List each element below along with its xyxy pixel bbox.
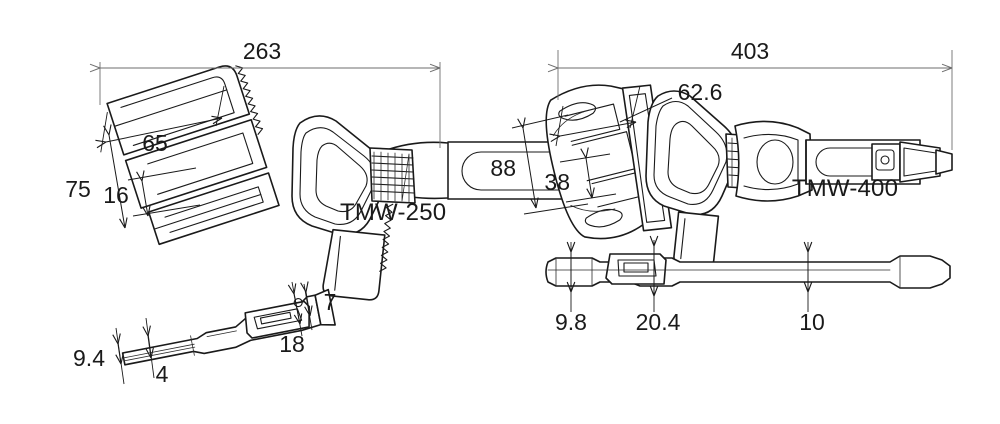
dim-label-38: 38 bbox=[544, 169, 570, 195]
dimension-7: 7 bbox=[300, 281, 337, 331]
dimensions-tmw-400-side: 9.8 20.4 10 bbox=[555, 235, 825, 335]
dimension-9-4: 9.4 bbox=[73, 327, 125, 385]
dim-label-10: 10 bbox=[799, 309, 825, 335]
dim-label-16: 16 bbox=[103, 182, 129, 208]
dim-label-75: 75 bbox=[65, 176, 91, 202]
jaw-rack-teeth bbox=[235, 65, 264, 135]
dimension-263: 263 bbox=[89, 38, 441, 148]
dim-label-263: 263 bbox=[243, 38, 281, 64]
dimension-4: 4 bbox=[142, 317, 169, 387]
dim-label-403: 403 bbox=[731, 38, 769, 64]
dimensions-tmw-250-side: 9.4 4 18 7 bbox=[73, 281, 337, 387]
dimension-62-6: 62.6 bbox=[549, 79, 723, 147]
tmw-400-wrench-body bbox=[545, 84, 953, 268]
dim-label-9-4: 9.4 bbox=[73, 345, 105, 371]
dimension-38: 38 bbox=[544, 147, 617, 203]
dimension-75: 75 bbox=[65, 124, 128, 229]
dimension-20-4: 20.4 bbox=[636, 235, 681, 335]
dim-label-9-8: 9.8 bbox=[555, 309, 587, 335]
dim-label-62-6: 62.6 bbox=[678, 79, 723, 105]
view-tmw-400-front: 403 62.6 88 38 bbox=[490, 38, 953, 268]
dimension-16: 16 bbox=[103, 167, 201, 217]
dim-label-88: 88 bbox=[490, 155, 516, 181]
worm-screw-knurl bbox=[369, 147, 416, 204]
dim-label-4: 4 bbox=[156, 361, 169, 387]
part-label-tmw-250: TMW-250 bbox=[340, 199, 446, 226]
dimension-10: 10 bbox=[799, 241, 825, 335]
dim-label-18: 18 bbox=[279, 331, 305, 357]
dim-label-65: 65 bbox=[142, 130, 168, 156]
dim-label-7: 7 bbox=[324, 289, 337, 315]
part-label-tmw-400: TMW-400 bbox=[792, 175, 898, 202]
dimension-403: 403 bbox=[547, 38, 953, 150]
view-tmw-400-side: 9.8 20.4 10 bbox=[545, 235, 951, 335]
dim-label-20-4: 20.4 bbox=[636, 309, 681, 335]
dimension-9-8: 9.8 bbox=[555, 241, 587, 335]
dimension-18: 18 bbox=[279, 281, 305, 357]
dimension-88: 88 bbox=[490, 114, 589, 215]
